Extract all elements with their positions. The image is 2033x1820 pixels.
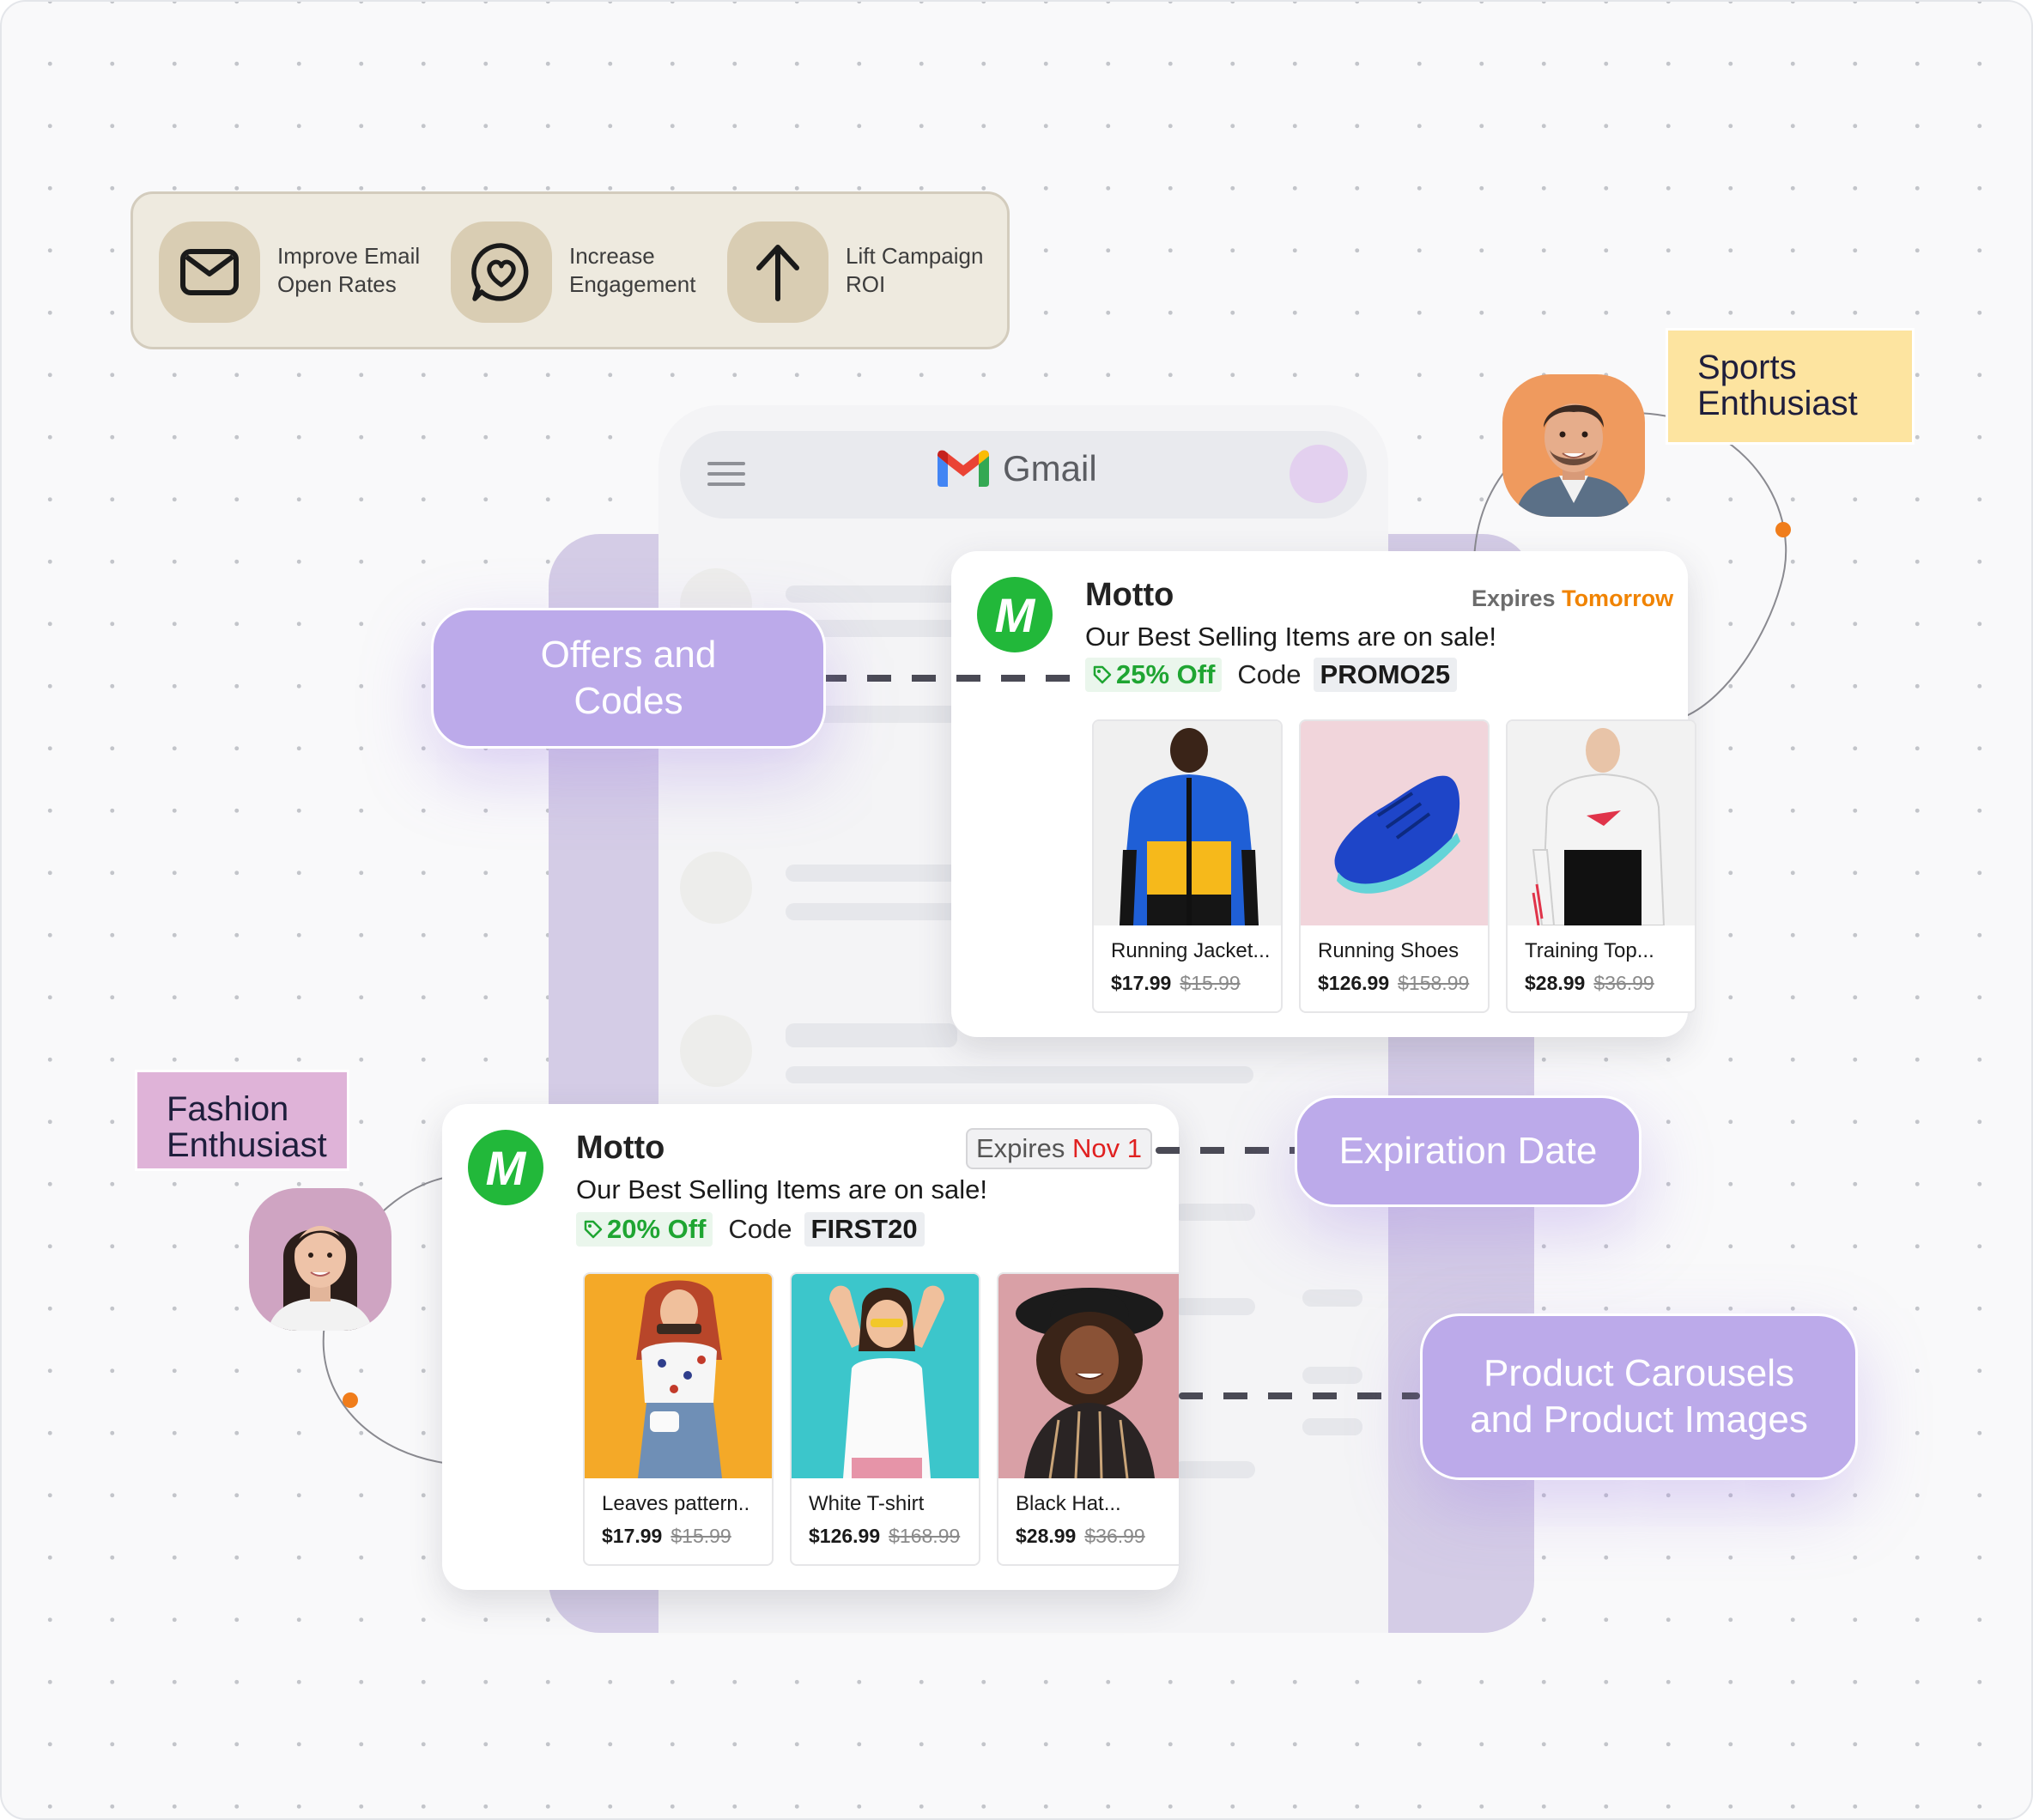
hamburger-menu-icon[interactable] (707, 460, 747, 492)
product-price: $17.99$15.99 (602, 1525, 731, 1547)
benefit-label-roi: Lift Campaign ROI (846, 243, 984, 297)
feature-offers-and-codes: Offers and Codes (431, 608, 826, 749)
expires-label: Expires Tomorrow (1472, 585, 1674, 611)
product-card[interactable]: Leaves pattern.. $17.99$15.99 (583, 1272, 774, 1566)
email-subject: Our Best Selling Items are on sale! (1085, 622, 1497, 652)
brand-logo-icon: M (468, 1130, 543, 1205)
feature-expiration-date: Expiration Date (1295, 1095, 1642, 1207)
arrow-up-icon (727, 221, 828, 323)
heart-chat-icon (451, 221, 552, 323)
product-card[interactable]: White T-shirt $126.99$168.99 (790, 1272, 980, 1566)
benefits-bar: Improve Email Open Rates Increase Engage… (130, 191, 1010, 349)
gmail-logo-icon (938, 449, 989, 491)
connector-dot (1775, 522, 1791, 537)
gmail-account-avatar[interactable] (1290, 445, 1348, 503)
product-name: Running Shoes (1318, 939, 1460, 962)
inbox-line-placeholder (1174, 1298, 1255, 1315)
product-price: $126.99$158.99 (1318, 972, 1470, 994)
tag-icon (584, 1220, 603, 1239)
inbox-avatar-placeholder (680, 1015, 752, 1087)
inbox-avatar-placeholder (680, 852, 752, 924)
connector-dot (343, 1392, 358, 1408)
sports-persona-avatar (1502, 374, 1645, 517)
mail-icon (159, 221, 260, 323)
product-image-leaves-pattern (585, 1274, 772, 1478)
inbox-line-placeholder (786, 1066, 1253, 1083)
brand-logo-icon: M (977, 577, 1053, 652)
product-image-black-hat (998, 1274, 1179, 1478)
sports-email-card[interactable]: M Motto Expires Tomorrow Our Best Sellin… (951, 551, 1696, 1037)
product-name: White T-shirt (809, 1492, 925, 1515)
product-name: Black Hat... (1016, 1492, 1121, 1515)
discount-badge: 25% Off (1085, 658, 1223, 692)
inbox-line-placeholder (1302, 1367, 1362, 1384)
product-image-white-tshirt (792, 1274, 979, 1478)
email-sender: Motto (576, 1130, 665, 1166)
expiration-connector (1156, 1147, 1298, 1154)
product-card[interactable]: Running Shoes $126.99$158.99 (1299, 719, 1490, 1013)
fashion-persona-label: Fashion Enthusiast (135, 1070, 349, 1171)
product-price: $28.99$36.99 (1016, 1525, 1145, 1547)
product-card[interactable]: Running Jacket... $17.99$15.99 (1092, 719, 1283, 1013)
inbox-line-placeholder (1174, 1461, 1255, 1478)
inbox-line-placeholder (1174, 1204, 1255, 1221)
inbox-line-placeholder (1302, 1289, 1362, 1307)
email-sender: Motto (1085, 577, 1174, 613)
product-price: $28.99$36.99 (1525, 972, 1654, 994)
product-price: $126.99$168.99 (809, 1525, 961, 1547)
product-card[interactable]: Black Hat... $28.99$36.99 (997, 1272, 1179, 1566)
promo-code[interactable]: PROMO25 (1313, 658, 1458, 692)
tag-icon (1093, 665, 1112, 684)
email-subject: Our Best Selling Items are on sale! (576, 1174, 988, 1204)
feature-product-carousels: Product Carousels and Product Images (1420, 1313, 1858, 1480)
code-label: Code (728, 1214, 792, 1244)
discount-badge: 20% Off (576, 1212, 713, 1247)
inbox-line-placeholder (786, 1023, 957, 1047)
product-image-running-jacket (1094, 721, 1281, 925)
offer-row: 20% Off Code FIRST20 (576, 1212, 925, 1247)
code-label: Code (1237, 659, 1302, 689)
fashion-email-card[interactable]: M Motto Expires Nov 1 Our Best Selling I… (442, 1104, 1179, 1590)
carousel-connector (1179, 1392, 1420, 1399)
expires-badge: Expires Nov 1 (966, 1128, 1152, 1169)
promo-code[interactable]: FIRST20 (804, 1212, 925, 1247)
product-name: Training Top... (1525, 939, 1654, 962)
product-name: Running Jacket... (1111, 939, 1271, 962)
fashion-persona-avatar (249, 1188, 391, 1331)
benefit-label-engagement: Increase Engagement (569, 243, 696, 297)
product-card[interactable]: Training Top... $28.99$36.99 (1506, 719, 1696, 1013)
offer-row: 25% Off Code PROMO25 (1085, 658, 1458, 692)
product-image-running-shoes (1301, 721, 1488, 925)
gmail-title: Gmail (1003, 448, 1097, 488)
benefit-label-open-rates: Improve Email Open Rates (277, 243, 421, 297)
product-price: $17.99$15.99 (1111, 972, 1241, 994)
product-name: Leaves pattern.. (602, 1492, 750, 1515)
product-image-training-top (1508, 721, 1695, 925)
gmail-search-bar[interactable] (680, 431, 1367, 519)
fashion-connector-curve (322, 1177, 445, 1464)
sports-persona-label: Sports Enthusiast (1666, 328, 1915, 445)
inbox-line-placeholder (1302, 1418, 1362, 1435)
offers-connector (822, 675, 1087, 682)
